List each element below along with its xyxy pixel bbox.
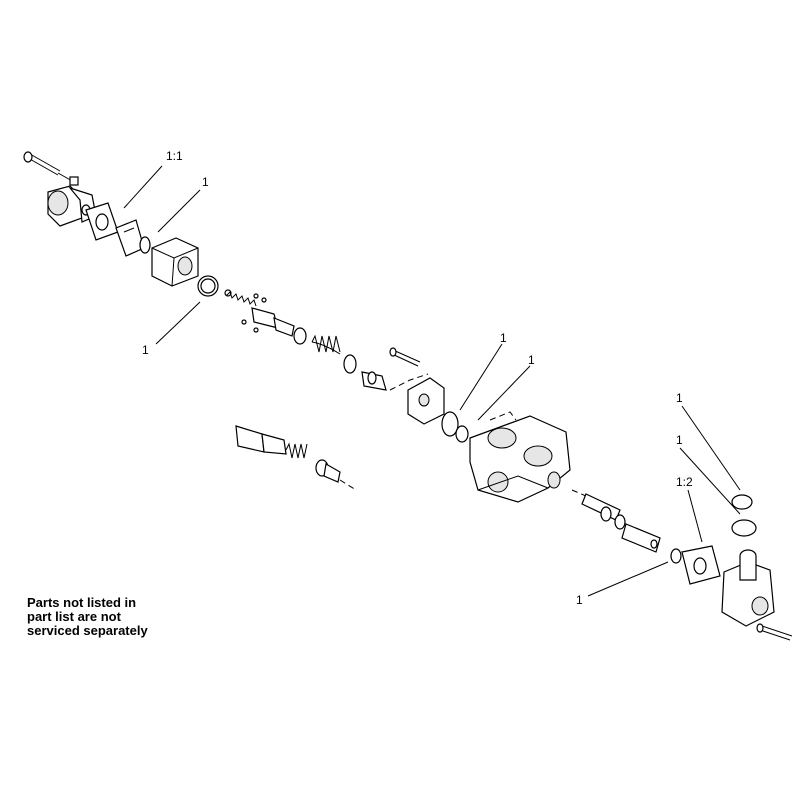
callout-label: 1	[500, 331, 507, 345]
callout-label: 1:2	[676, 475, 693, 489]
callout-label: 1	[528, 353, 535, 367]
callout-label: 1:1	[166, 149, 183, 163]
small-spring-part	[225, 291, 257, 307]
o-ring-6-part	[731, 494, 753, 510]
bottom-bolt-part	[756, 623, 793, 641]
parts-note: Parts not listed in part list are not se…	[27, 596, 197, 638]
main-spool-part	[571, 489, 661, 553]
callout-label: 1	[142, 343, 149, 357]
spool-end-part	[361, 371, 387, 391]
cube-housing-part	[151, 237, 199, 287]
o-ring-5-part	[670, 548, 682, 564]
bracket-block-part	[407, 377, 445, 425]
callout-leader-lines	[123, 165, 741, 597]
note-line: serviced separately	[27, 623, 148, 638]
detent-balls-part	[241, 293, 267, 333]
callout-label: 1	[676, 391, 683, 405]
spring-cup-part	[343, 354, 357, 374]
o-ring-part	[139, 236, 151, 254]
ball-part	[224, 289, 232, 297]
valve-body-part	[469, 415, 571, 503]
o-ring-3-part	[441, 411, 459, 437]
long-bolt-part	[23, 151, 79, 186]
large-spring-part	[311, 334, 341, 355]
gasket-2-part	[681, 545, 721, 585]
small-bolt-part	[389, 347, 421, 367]
end-housing-part	[721, 549, 775, 627]
plunger-part	[251, 307, 307, 345]
gasket-part	[85, 202, 119, 241]
note-line: Parts not listed in	[27, 595, 137, 610]
callout-label: 1	[676, 433, 683, 447]
o-ring-2-inner	[200, 278, 216, 294]
note-line: part list are not	[27, 609, 121, 624]
callout-label: 1	[576, 593, 583, 607]
o-ring-4-part	[455, 425, 469, 443]
relief-valve-assembly-part	[235, 425, 357, 491]
callout-label: 1	[202, 175, 209, 189]
assembly-axis-line-2	[489, 411, 517, 421]
o-ring-7-part	[731, 519, 757, 537]
assembly-axis-line	[389, 373, 429, 391]
sleeve-part	[115, 219, 145, 257]
